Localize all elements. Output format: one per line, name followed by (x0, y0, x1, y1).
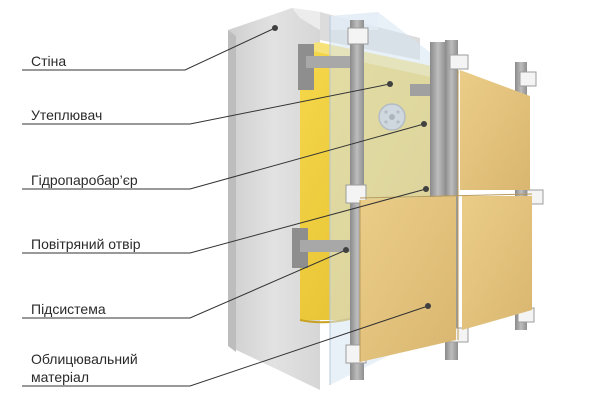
marker-subsystem (343, 247, 349, 253)
label-insulation: Утеплювач (31, 107, 103, 123)
leader-line-membrane (22, 123, 425, 190)
label-air-gap: Повітряний отвір (31, 236, 141, 252)
marker-air-gap (423, 186, 429, 192)
label-membrane: Гідропаробар’єр (31, 172, 138, 188)
leader-line-subsystem (22, 249, 347, 319)
label-wall: Стіна (31, 53, 67, 69)
marker-insulation (387, 81, 393, 87)
leader-line-wall (22, 27, 276, 71)
leader-line-air-gap (22, 188, 427, 254)
markers (272, 25, 431, 309)
label-cladding-line1: Облицювальний (31, 351, 138, 367)
marker-cladding (425, 303, 431, 309)
marker-wall (272, 25, 278, 31)
leader-line-cladding (22, 305, 429, 387)
leader-lines (22, 27, 429, 387)
leader-line-insulation (22, 83, 391, 125)
label-cladding-line2: матеріал (31, 369, 89, 385)
marker-membrane (421, 121, 427, 127)
label-subsystem: Підсистема (31, 301, 106, 317)
